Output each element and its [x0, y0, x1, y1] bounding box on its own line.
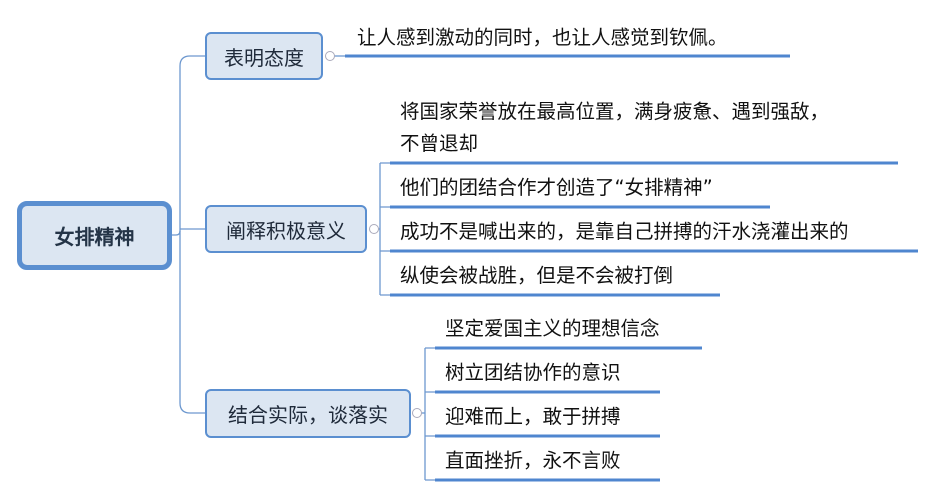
branch-practice[interactable]: 结合实际，谈落实 — [205, 389, 411, 438]
leaf-topic[interactable]: 让人感到激动的同时，也让人感觉到钦佩。 — [357, 26, 728, 49]
branch-label: 阐释积极意义 — [226, 218, 346, 243]
root-label: 女排精神 — [54, 225, 135, 249]
leaf-topic[interactable]: 迎难而上，敢于拼搏 — [445, 405, 621, 428]
collapse-toggle-icon[interactable] — [412, 408, 422, 418]
leaf-topic[interactable]: 树立团结协作的意识 — [445, 361, 621, 384]
branch-stance[interactable]: 表明态度 — [205, 32, 323, 80]
branch-label: 表明态度 — [224, 45, 304, 70]
leaf-topic[interactable]: 直面挫折，永不言败 — [445, 449, 621, 472]
branch-label: 结合实际，谈落实 — [228, 403, 388, 427]
leaf-topic-continued[interactable]: 不曾退却 — [400, 132, 479, 155]
leaf-topic[interactable]: 坚定爱国主义的理想信念 — [445, 317, 660, 340]
leaf-topic[interactable]: 将国家荣誉放在最高位置，满身疲惫、遇到强敌， — [400, 100, 830, 123]
leaf-topic[interactable]: 他们的团结合作才创造了“女排精神” — [400, 176, 713, 199]
leaf-topic[interactable]: 纵使会被战胜，但是不会被打倒 — [400, 264, 674, 287]
leaf-topic[interactable]: 成功不是喊出来的，是靠自己拼搏的汗水浇灌出来的 — [400, 220, 849, 243]
collapse-toggle-icon[interactable] — [369, 224, 379, 234]
root-topic[interactable]: 女排精神 — [17, 201, 172, 270]
collapse-toggle-icon[interactable] — [325, 51, 335, 61]
branch-meaning[interactable]: 阐释积极意义 — [205, 205, 367, 253]
